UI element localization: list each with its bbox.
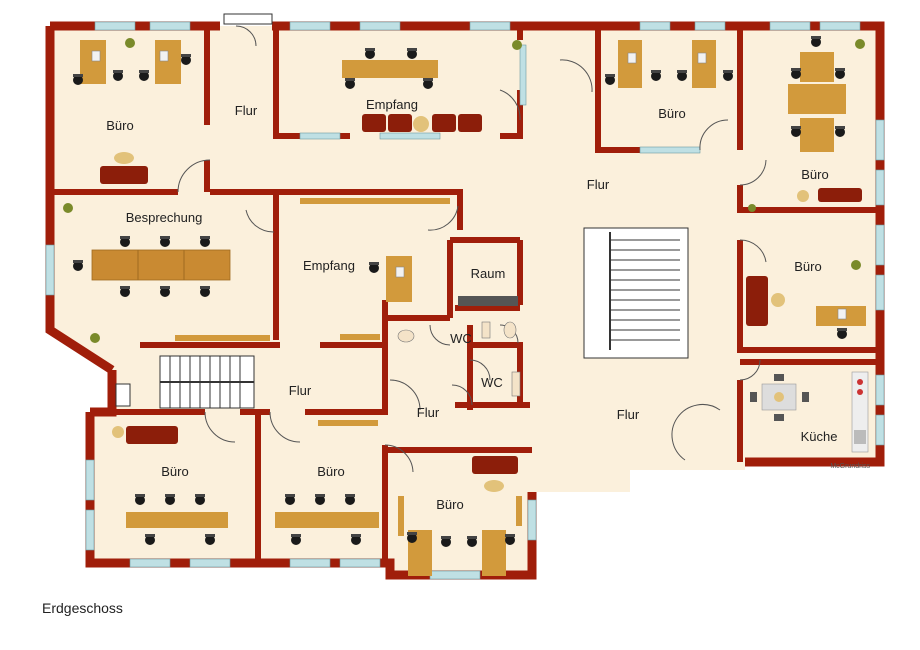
room-label-flur-nw: Flur (235, 103, 258, 118)
room-label-flur-w: Flur (289, 383, 312, 398)
room-label-buero-e: Büro (794, 259, 821, 274)
room-label-raum: Raum (471, 266, 506, 281)
room-label-flur-s: Flur (617, 407, 640, 422)
meeting-table (73, 236, 270, 341)
wc-fixtures (397, 321, 521, 397)
room-label-buero-sw: Büro (161, 464, 188, 479)
room-label-buero-nw: Büro (106, 118, 133, 133)
stair-central (583, 227, 689, 359)
raum-counter (458, 296, 518, 306)
desk-group-sw (112, 426, 228, 545)
stair-west (159, 355, 255, 409)
windows (45, 21, 885, 580)
desk-group-e (746, 276, 866, 339)
room-label-empfang-c: Empfang (303, 258, 355, 273)
reception-desk-n (342, 48, 482, 132)
room-label-wc-1: WC (450, 331, 472, 346)
desk-group-ne (788, 36, 862, 202)
room-label-buero-s: Büro (317, 464, 344, 479)
room-label-besprechung: Besprechung (126, 210, 203, 225)
desk-group-n (605, 40, 733, 88)
room-label-wc-2: WC (481, 375, 503, 390)
desk-group-s (275, 420, 379, 545)
floor-caption: Erdgeschoss (42, 600, 123, 616)
plants (63, 38, 865, 343)
kitchen-set (750, 371, 869, 453)
room-label-buero-sc: Büro (436, 497, 463, 512)
sofa-nw (100, 152, 148, 184)
reception-desk-c (300, 198, 450, 340)
entrance-side (115, 383, 131, 407)
room-label-buero-ne: Büro (801, 167, 828, 182)
credit-label: McGrundriss (830, 463, 870, 470)
room-label-flur-main: Flur (587, 177, 610, 192)
room-label-flur-c: Flur (417, 405, 440, 420)
entrance (223, 13, 273, 25)
room-label-buero-n: Büro (658, 106, 685, 121)
desk-group-nw (73, 40, 191, 85)
room-label-kueche: Küche (801, 429, 838, 444)
desk-group-sc (398, 456, 522, 576)
room-label-empfang-n: Empfang (366, 97, 418, 112)
doors (177, 25, 767, 473)
